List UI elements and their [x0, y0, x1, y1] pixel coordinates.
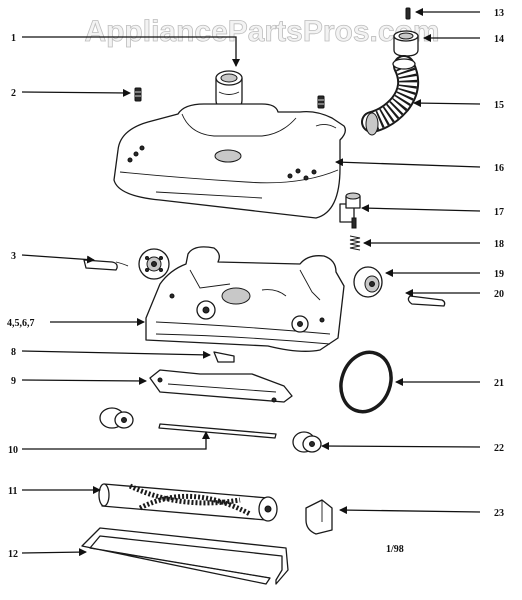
callout-20: 20 [494, 289, 504, 300]
part-11-brush-roll [98, 483, 278, 522]
date-code: 1/98 [386, 544, 404, 555]
callout-10: 10 [8, 445, 18, 456]
leader-10 [22, 431, 210, 450]
leader-22 [321, 442, 481, 451]
callout-18: 18 [494, 239, 504, 250]
part-20-axle [407, 295, 446, 307]
part-2-screw [134, 87, 142, 102]
callout-15: 15 [494, 100, 504, 111]
leader-17 [361, 204, 481, 213]
callout-23: 23 [494, 508, 504, 519]
watermark-text: AppliancePartsPros.com [84, 15, 439, 48]
leader-lines [21, 8, 481, 557]
callout-22: 22 [494, 443, 504, 454]
leader-9 [21, 376, 147, 385]
callout-14: 14 [494, 34, 504, 45]
leader-2 [21, 88, 131, 97]
callout-21: 21 [494, 378, 504, 389]
leader-15 [413, 99, 481, 108]
callout-11: 11 [8, 486, 17, 497]
callout-8: 8 [11, 347, 16, 358]
part-3-axle [83, 259, 129, 271]
part-13-screw [405, 7, 411, 20]
callout-16: 16 [494, 163, 504, 174]
part-8-latch [213, 351, 235, 363]
callout-9: 9 [11, 376, 16, 387]
callout-17: 17 [494, 207, 504, 218]
leader-23 [339, 506, 481, 515]
callout-1: 1 [11, 33, 16, 44]
part-19-wheel [353, 266, 383, 298]
part-17-adapter [339, 192, 361, 229]
leader-12 [21, 548, 87, 557]
leader-3 [21, 254, 95, 264]
part-23-clip [305, 499, 333, 535]
callout-4-7: 4,5,6,7 [7, 318, 35, 329]
part-15-flex-hose [361, 55, 420, 136]
callout-12: 12 [8, 549, 18, 560]
part-21-belt [339, 350, 393, 414]
left-wheel [138, 248, 170, 280]
callout-19: 19 [494, 269, 504, 280]
callout-13: 13 [494, 8, 504, 19]
part-12-bumper-bar [81, 527, 289, 585]
part-9-bottom-plate [149, 369, 293, 403]
part-18-spring [349, 235, 361, 251]
part-10-shaft [158, 423, 277, 439]
part-4-7-base-assembly [145, 246, 345, 352]
part-16-hood-cover [113, 103, 346, 219]
leader-16 [335, 158, 481, 168]
callout-3: 3 [11, 251, 16, 262]
left-end-cap [99, 407, 134, 429]
hood-screw [317, 95, 325, 109]
part-14-hose-cuff [393, 30, 419, 57]
callout-labels: 1 2 3 4,5,6,7 8 9 10 11 12 13 14 15 16 1… [7, 8, 504, 560]
callout-2: 2 [11, 88, 16, 99]
leader-1 [22, 36, 240, 67]
leader-8 [21, 350, 211, 359]
part-22-end-cap [292, 431, 322, 453]
